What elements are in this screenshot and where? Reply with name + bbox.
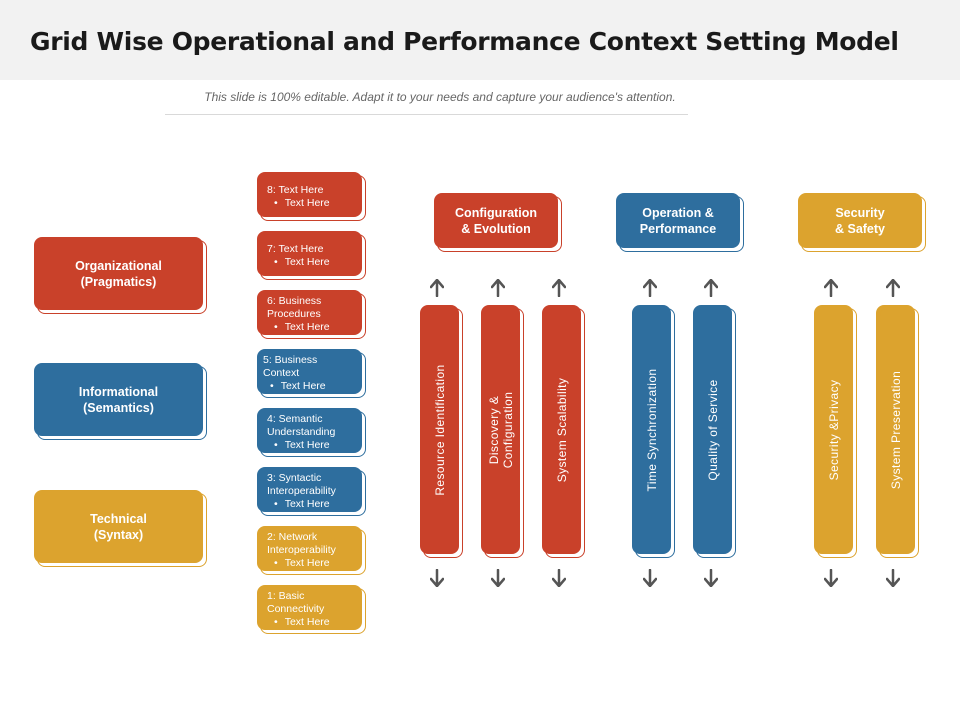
stack-box-5: 5: Business Context Text Here <box>257 349 366 398</box>
stack-box-label: 4: Semantic Understanding <box>267 413 336 438</box>
column-system-scalability: System Scalability <box>542 305 585 558</box>
stack-box-label: 5: Business Context <box>263 354 318 379</box>
column-label: Discovery & Configuration <box>486 391 515 468</box>
arrow-up-icon <box>491 279 505 297</box>
layer-label: Informational (Semantics) <box>78 384 159 415</box>
column-label: Quality of Service <box>705 378 720 481</box>
stack-box-label: 2: Network Interoperability <box>267 531 336 556</box>
column-system-preservation: System Preservation <box>876 305 919 558</box>
category-head-operation: Operation & Performance <box>616 193 744 252</box>
arrow-down-icon <box>704 569 718 587</box>
column-quality-of-service: Quality of Service <box>693 305 736 558</box>
layer-box-informational: Informational (Semantics) <box>34 363 207 440</box>
arrow-down-icon <box>886 569 900 587</box>
stack-box-1: 1: Basic Connectivity Text Here <box>257 585 366 634</box>
category-label: Operation & Performance <box>639 205 717 236</box>
layer-label: Technical (Syntax) <box>90 511 147 542</box>
stack-box-label: 7: Text Here <box>267 242 324 255</box>
column-time-synchronization: Time Synchronization <box>632 305 675 558</box>
arrow-up-icon <box>886 279 900 297</box>
column-discovery-configuration: Discovery & Configuration <box>481 305 524 558</box>
slide-title: Grid Wise Operational and Performance Co… <box>30 27 899 56</box>
layer-box-organizational: Organizational (Pragmatics) <box>34 237 207 314</box>
stack-box-bullet: Text Here <box>267 256 356 269</box>
stack-box-bullet: Text Here <box>267 439 356 452</box>
stack-box-4: 4: Semantic Understanding Text Here <box>257 408 366 457</box>
column-label: System Preservation <box>888 370 903 489</box>
column-label: Time Synchronization <box>644 368 659 491</box>
arrow-down-icon <box>430 569 444 587</box>
column-label: Security &Privacy <box>826 379 841 480</box>
arrow-up-icon <box>643 279 657 297</box>
title-bar: Grid Wise Operational and Performance Co… <box>0 0 960 80</box>
arrow-down-icon <box>491 569 505 587</box>
stack-box-bullet: Text Here <box>267 197 356 210</box>
stack-box-bullet: Text Here <box>267 498 356 511</box>
arrow-up-icon <box>430 279 444 297</box>
column-label: Resource Identification <box>432 363 447 496</box>
stack-box-2: 2: Network Interoperability Text Here <box>257 526 366 575</box>
slide-subtitle: This slide is 100% editable. Adapt it to… <box>204 90 676 104</box>
stack-box-3: 3: Syntactic Interoperability Text Here <box>257 467 366 516</box>
arrow-up-icon <box>824 279 838 297</box>
stack-box-8: 8: Text Here Text Here <box>257 172 366 221</box>
stack-box-label: 6: Business Procedures <box>267 295 322 320</box>
stack-box-label: 3: Syntactic Interoperability <box>267 472 336 497</box>
stack-box-bullet: Text Here <box>267 557 356 570</box>
arrow-down-icon <box>824 569 838 587</box>
layer-label: Organizational (Pragmatics) <box>75 258 162 289</box>
column-security-privacy: Security &Privacy <box>814 305 857 558</box>
category-head-configuration: Configuration & Evolution <box>434 193 562 252</box>
stack-box-7: 7: Text Here Text Here <box>257 231 366 280</box>
category-label: Security & Safety <box>834 205 886 236</box>
layer-box-technical: Technical (Syntax) <box>34 490 207 567</box>
arrow-up-icon <box>704 279 718 297</box>
stack-box-bullet: Text Here <box>267 616 356 629</box>
stack-box-label: 8: Text Here <box>267 183 324 196</box>
stack-box-bullet: Text Here <box>267 321 356 334</box>
category-label: Configuration & Evolution <box>455 205 537 236</box>
arrow-up-icon <box>552 279 566 297</box>
subtitle-divider <box>165 114 688 115</box>
column-resource-identification: Resource Identification <box>420 305 463 558</box>
stack-box-bullet: Text Here <box>263 380 356 393</box>
stack-box-label: 1: Basic Connectivity <box>267 590 325 615</box>
column-label: System Scalability <box>554 377 569 482</box>
stack-box-6: 6: Business Procedures Text Here <box>257 290 366 339</box>
category-head-security: Security & Safety <box>798 193 926 252</box>
arrow-down-icon <box>552 569 566 587</box>
arrow-down-icon <box>643 569 657 587</box>
